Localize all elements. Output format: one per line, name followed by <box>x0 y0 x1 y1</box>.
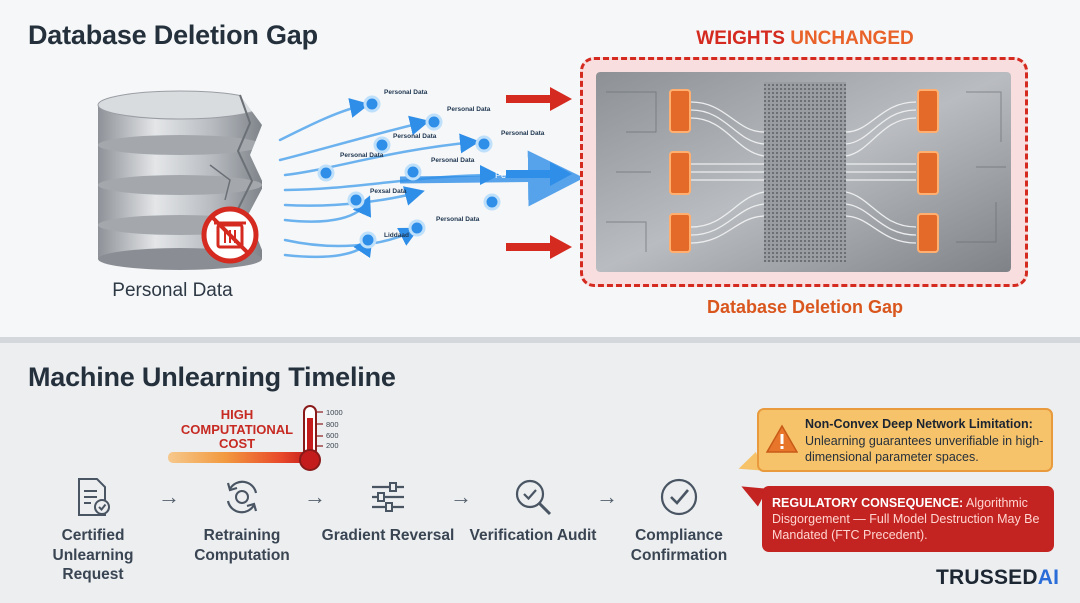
step-label-compliance: Compliance Confirmation <box>630 527 728 564</box>
red-arrow-icon <box>506 162 572 186</box>
flow-label: Personal Data <box>431 157 475 164</box>
certificate-document-icon <box>78 478 110 516</box>
flow-label: Personal Data <box>447 106 491 113</box>
warning-body: Unlearning guarantees unverifiable in hi… <box>805 434 1044 464</box>
flow-label: Personal Data <box>393 133 437 140</box>
timeline-arrow-icon: → <box>304 484 326 509</box>
warning-callout <box>757 408 1053 472</box>
timeline-title: Machine Unlearning Timeline <box>28 362 396 392</box>
magnifier-check-icon <box>515 479 552 516</box>
regulatory-callout <box>762 486 1054 552</box>
brand-name: TRUSSED <box>936 566 1038 589</box>
database-icon <box>97 85 270 270</box>
thermometer-tick: 200 <box>326 441 339 450</box>
thermometer-tick: 800 <box>326 420 339 429</box>
section-divider <box>0 337 1080 343</box>
flow-label: Personal Data <box>501 130 545 137</box>
unchanged-word: UNCHANGED <box>790 28 914 49</box>
timeline-arrow-icon: → <box>158 484 180 509</box>
weights-unchanged-title: WEIGHTS UNCHANGED <box>660 28 950 50</box>
step-label-gradient-reversal: Gradient Reversal <box>321 527 455 544</box>
thermometer-tick: 1000 <box>326 408 343 417</box>
cost-gradient-bar <box>168 452 310 463</box>
database-label: Personal Data <box>112 280 233 301</box>
timeline-arrow-icon: → <box>450 484 472 509</box>
bottom-panel <box>0 343 1080 603</box>
trash-prohibited-icon <box>209 214 251 256</box>
cost-label: HIGH COMPUTATIONAL COST <box>180 407 294 451</box>
data-node-icon <box>317 95 501 249</box>
neural-chip-icon <box>596 72 1011 272</box>
warning-triangle-icon <box>766 424 798 453</box>
step-label-certified-request: Certified Unlearning Request <box>52 527 134 583</box>
weights-word: WEIGHTS <box>696 28 785 49</box>
regulatory-text: REGULATORY CONSEQUENCE: Algorithmic Disg… <box>772 495 1047 543</box>
red-arrow-icon <box>506 87 572 111</box>
flow-label: Personal Data <box>340 152 384 159</box>
step-label-retraining: Retraining Computation <box>194 527 290 564</box>
sliders-icon <box>372 482 404 512</box>
regulatory-title: REGULATORY CONSEQUENCE: <box>772 496 964 510</box>
timeline-arrow-icon: → <box>596 484 618 509</box>
refresh-cycle-icon <box>226 480 258 514</box>
brand-mark: AI <box>1037 566 1060 589</box>
regulatory-body: Algorithmic Disgorgement — Full Model De… <box>772 496 1040 542</box>
thermometer-icon <box>299 405 323 471</box>
flow-label: Liddaad <box>384 232 409 239</box>
red-arrow-icon <box>506 235 572 259</box>
warning-title: Non-Convex Deep Network Limitation: <box>805 417 1033 431</box>
thermometer-tick: 600 <box>326 431 339 440</box>
step-label-verification-audit: Verification Audit <box>469 527 597 544</box>
top-section-title: Database Deletion Gap <box>28 20 318 50</box>
flow-label: Personal Data <box>436 216 480 223</box>
flow-label: Pexsal Data <box>370 188 407 195</box>
data-flow-diagram <box>278 95 584 259</box>
check-circle-icon <box>660 478 698 516</box>
brand-logo: TRUSSEDAI <box>936 566 1059 590</box>
flow-label: Personal Data <box>384 89 428 96</box>
chip-caption: Database Deletion Gap <box>706 297 904 317</box>
